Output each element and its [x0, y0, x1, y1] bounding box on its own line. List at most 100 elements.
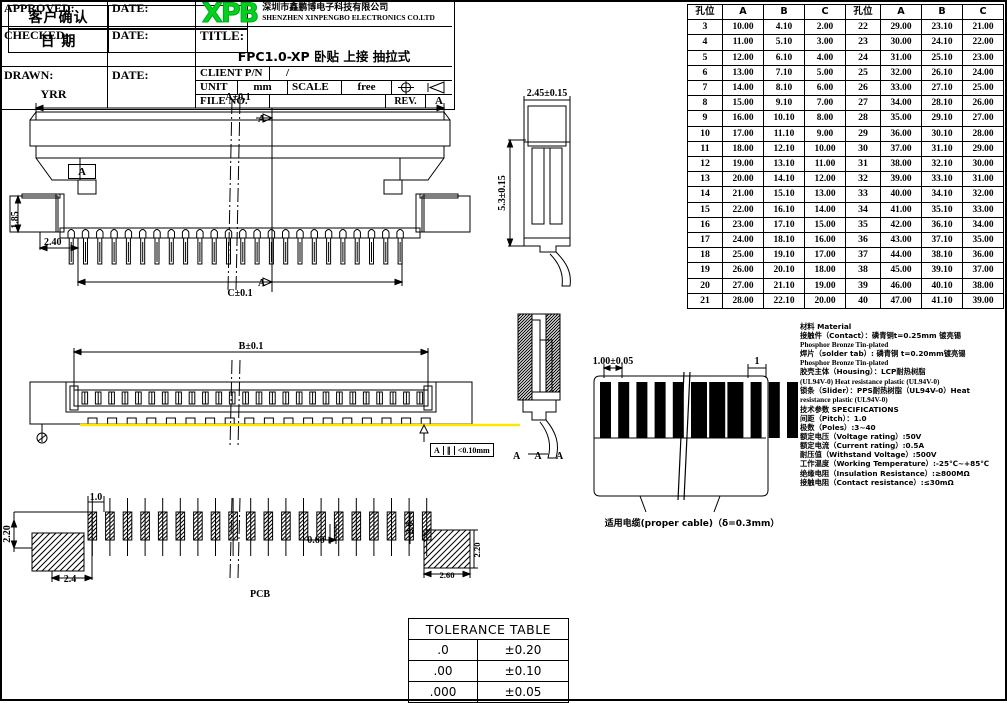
pin-number-cell: 40	[845, 292, 881, 310]
drawn-date-label: DATE:	[112, 68, 149, 82]
cable-conductors	[600, 382, 798, 438]
dimension-cell: 31.00	[880, 49, 922, 66]
dimension-cell: 39.00	[962, 292, 1004, 310]
spec-line: 额定电压（Voltage rating）:50V	[800, 432, 922, 442]
section-aa-label-b: A	[556, 451, 564, 462]
tolerance-key: .000	[408, 681, 478, 703]
dimension-cell: 27.10	[921, 80, 963, 97]
checked-cell[interactable]: CHECKED:	[0, 27, 108, 67]
dimension-cell: 32.00	[962, 186, 1004, 203]
dimension-cell: 23.00	[962, 49, 1004, 66]
pin-number-cell: 3	[687, 19, 723, 36]
xpb-logo: XPB	[201, 0, 259, 29]
file-no-value-cell[interactable]	[270, 95, 386, 108]
checked-date-cell[interactable]: DATE:	[108, 27, 196, 67]
pcb-dim-10-label: 1.0	[90, 492, 103, 503]
dim-B-line	[72, 348, 430, 392]
dimension-cell: 35.00	[880, 110, 922, 127]
drawn-value: YRR	[40, 87, 67, 101]
dim-C-line	[76, 238, 404, 286]
confirm-label: 客户确认	[9, 6, 109, 28]
dim-53-label: 5.3±0.15	[497, 175, 508, 211]
unit-value: mm	[253, 81, 272, 93]
approved-label: APPROVED:	[4, 1, 75, 15]
section-aa-label-a: A	[513, 451, 521, 462]
dimension-cell: 35.00	[962, 232, 1004, 249]
dimension-cell: 13.10	[763, 156, 805, 173]
material-line: 焊片（solder tab）: 磷青铜 t=0.20mm镀亮锡	[800, 349, 966, 359]
cable-caption: 适用电缆(proper cable)（δ=0.3mm）	[592, 513, 792, 531]
dimension-cell: 23.10	[921, 19, 963, 36]
drawn-cell[interactable]: DRAWN: YRR	[0, 67, 108, 108]
datum-a-label: A	[78, 165, 86, 178]
dim-240-label: 2.40	[44, 237, 62, 248]
dimension-cell: 36.10	[921, 216, 963, 234]
unit-label-cell: UNIT	[196, 81, 238, 95]
dimension-cell: 34.10	[921, 186, 963, 203]
dimension-cell: 17.00	[804, 247, 846, 264]
dimension-cell: 25.00	[962, 80, 1004, 97]
unit-label: UNIT	[200, 81, 228, 93]
client-pn-label-cell: CLIENT P/N	[196, 67, 270, 81]
rev-value: A	[435, 95, 443, 107]
pin-number-cell: 12	[687, 156, 723, 173]
tolerance-key: .00	[408, 660, 478, 682]
dimension-cell: 5.00	[804, 64, 846, 82]
scale-value-cell[interactable]: free	[342, 81, 392, 95]
unit-value-cell[interactable]: mm	[238, 81, 288, 95]
dim-245-label: 2.45±0.15	[527, 88, 568, 99]
pin-number-cell: 28	[845, 110, 881, 127]
datum-a-box: A	[68, 164, 96, 179]
dimension-cell: 20.00	[804, 292, 846, 310]
first-angle-projection-icon	[398, 81, 445, 94]
approved-cell[interactable]: APPROVED:	[0, 0, 108, 27]
specifications-text: 材料 Material 接触件（Contact）：磷青铜t=0.25mm 镀亮锡…	[800, 322, 1000, 487]
scale-label-cell: SCALE	[288, 81, 342, 95]
dimension-cell: 30.00	[962, 156, 1004, 173]
dimension-cell: 37.00	[962, 262, 1004, 279]
scale-value: free	[357, 81, 376, 93]
approved-date-cell[interactable]: DATE:	[108, 0, 196, 27]
scale-label: SCALE	[292, 81, 329, 93]
pcb-dim-220-right-label: 2.20	[472, 542, 482, 557]
fcf-value: <0.10mm	[457, 445, 490, 455]
dimension-cell: 22.00	[962, 34, 1004, 51]
dimension-cell: 31.00	[962, 171, 1004, 188]
feature-control-frame: A ∥ <0.10mm	[430, 443, 494, 457]
dimension-cell: 33.00	[962, 201, 1004, 218]
dimension-cell: 34.00	[880, 95, 922, 112]
section-arrow-top	[256, 108, 274, 292]
dimension-cell: 4.00	[804, 49, 846, 66]
pin-number-cell: 33	[845, 186, 881, 203]
dimension-cell: 12.10	[763, 140, 805, 158]
tolerance-title: TOLERANCE TABLE	[408, 618, 569, 640]
title-value: FPC1.0-XP 卧贴 上接 抽拉式	[237, 49, 411, 64]
pcb-dim-060-label: 0.60	[307, 535, 325, 546]
tolerance-row: .00±0.10	[408, 660, 569, 682]
title-cell: TITLE: FPC1.0-XP 卧贴 上接 抽拉式	[196, 27, 452, 67]
date-row: 日 期	[8, 29, 248, 53]
pin-number-cell: 5	[687, 49, 723, 66]
drawn-date-cell[interactable]: DATE:	[108, 67, 196, 108]
dimension-cell: 38.00	[880, 156, 922, 173]
company-name-en: SHENZHEN XINPENGBO ELECTRONICS CO.LTD	[262, 13, 435, 22]
dimension-cell: 18.10	[763, 232, 805, 249]
fcf-datum: A	[431, 445, 444, 455]
pin-table-header-row: 孔位 A B C 孔位 A B C	[687, 3, 1004, 21]
top-view-pins	[67, 229, 404, 265]
dimension-cell: 35.10	[921, 201, 963, 218]
pcb-label: PCB	[250, 589, 270, 600]
rev-value-cell[interactable]: A	[426, 95, 452, 108]
client-pn-value-cell[interactable]: /	[270, 67, 452, 81]
dimension-cell: 36.00	[962, 247, 1004, 264]
